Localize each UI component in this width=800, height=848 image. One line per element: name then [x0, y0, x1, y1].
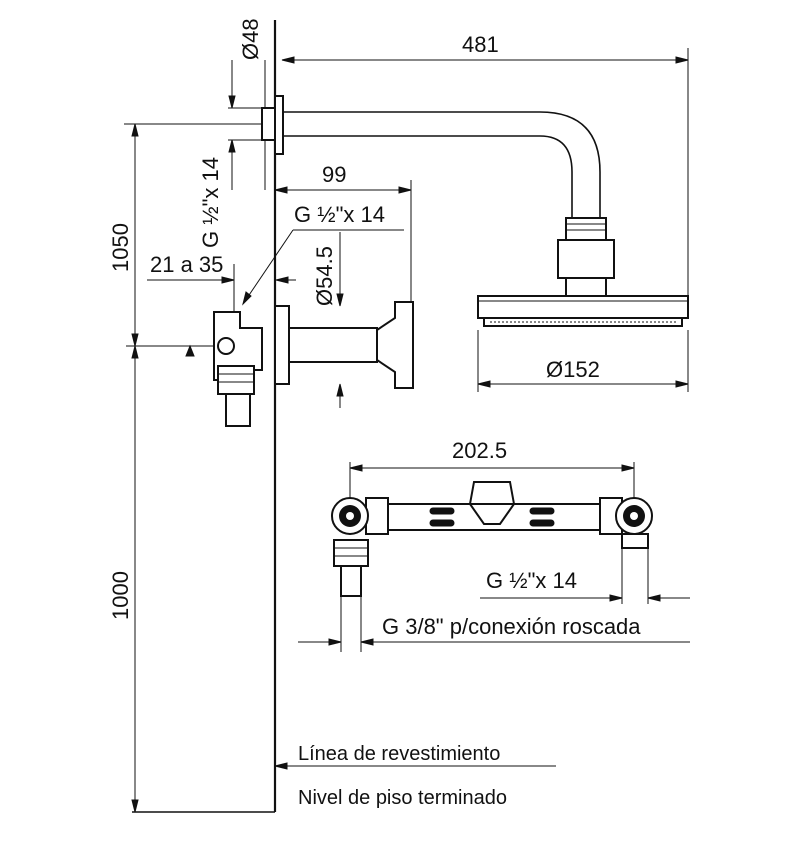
- wall-line-text: Línea de revestimiento: [298, 743, 500, 765]
- shower-arm: [261, 95, 615, 297]
- dim-d54-5: Ø54.5: [312, 232, 344, 408]
- dim-21-35: 21 a 35: [147, 252, 296, 312]
- valve-front-view: [331, 481, 653, 597]
- dim-1000-text: 1000: [108, 571, 133, 620]
- thread-inlet-text: G 3/8" p/conexión roscada: [382, 614, 641, 639]
- floor-level-text: Nivel de piso terminado: [298, 787, 507, 809]
- dim-481: 481: [281, 32, 689, 296]
- dim-thread-inlet: G 3/8" p/conexión roscada: [298, 596, 690, 652]
- dim-1050-text: 1050: [108, 223, 133, 272]
- wall-line-label: Línea de revestimiento: [274, 743, 556, 770]
- dim-1000: 1000: [108, 345, 139, 813]
- dim-d152-text: Ø152: [546, 357, 600, 382]
- dim-21-35-text: 21 a 35: [150, 252, 223, 277]
- dim-99: 99: [274, 162, 412, 302]
- dim-202-5: 202.5: [349, 438, 635, 500]
- shower-head: [477, 295, 689, 327]
- thread-valve-text: G ½"x 14: [294, 202, 385, 227]
- valve-side-view: [126, 301, 414, 427]
- dim-thread-outlet: G ½"x 14: [480, 548, 690, 604]
- dim-99-text: 99: [322, 162, 346, 187]
- thread-arm-text: G ½"x 14: [198, 157, 223, 248]
- thread-outlet-text: G ½"x 14: [486, 568, 577, 593]
- dim-481-text: 481: [462, 32, 499, 57]
- dim-d54-5-text: Ø54.5: [312, 246, 337, 306]
- thread-valve-leader: G ½"x 14: [242, 202, 404, 306]
- dim-d152: Ø152: [477, 330, 689, 392]
- dim-d48-text: Ø48: [238, 18, 263, 60]
- dim-1050: 1050: [108, 123, 262, 347]
- dim-202-5-text: 202.5: [452, 438, 507, 463]
- dim-d48: Ø48: [228, 18, 263, 190]
